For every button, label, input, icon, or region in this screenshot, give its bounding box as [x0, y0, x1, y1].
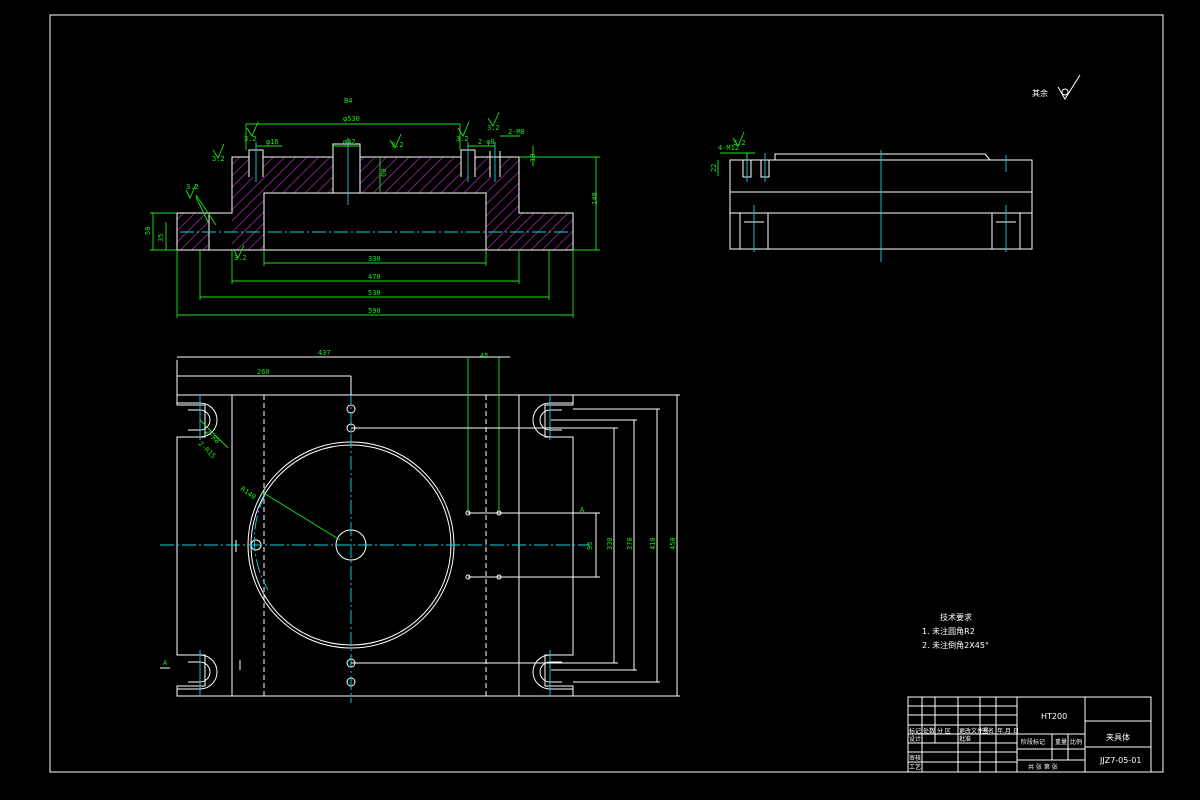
- dim-w-outer: 530: [368, 289, 381, 297]
- dim-x-left: 260: [257, 368, 270, 376]
- tb-sheet: 共 张 第 张: [1028, 763, 1058, 771]
- dim-d-top: φ530: [343, 115, 360, 123]
- side-rough: 3.2: [733, 139, 746, 147]
- dim-note-right: 2-M8: [508, 128, 525, 136]
- sec-a-bot: A: [163, 659, 168, 667]
- tb-design: 设计: [909, 735, 921, 743]
- dim-radius: R140: [239, 485, 257, 501]
- front-section-view: B4 φ530 φ16 φ42 2-φ8 2-M8 140 10 50 35: [144, 97, 600, 318]
- rough-mark-3: 3.2: [186, 183, 199, 191]
- dim-d-hole: φ16: [266, 138, 279, 146]
- top-dimensions: 437 260 45 95 330 370 410: [160, 349, 680, 697]
- dim-y-inner: 95: [586, 542, 594, 550]
- dim-w-inner: 330: [368, 255, 381, 263]
- top-view: 437 260 45 95 330 370 410: [160, 349, 680, 703]
- tb-stage: 阶段标记: [1021, 738, 1045, 746]
- tb-label-sign: 签名: [982, 727, 994, 735]
- u-slot-bottom-right: [532, 654, 573, 690]
- dim-y-outer: 410: [649, 537, 657, 550]
- tb-process: 工艺: [909, 763, 921, 771]
- tb-drawing-no: JJZ7-05-01: [1099, 756, 1141, 765]
- roughness-note: 其余: [1032, 74, 1081, 100]
- side-view: 3.2 4-M12 22: [710, 131, 1033, 262]
- section-hatch: [177, 144, 573, 251]
- dim-x-right: 45: [480, 352, 488, 360]
- dim-n-holes: 2-φ8: [478, 138, 495, 146]
- technical-requirements: 技术要求 1. 未注圆角R2 2. 未注倒角2X45°: [922, 612, 989, 650]
- tb-material: HT200: [1041, 712, 1067, 721]
- tb-approve: 批准: [959, 735, 971, 743]
- rough-mark-6: 3.2: [391, 141, 404, 149]
- tech-note-2: 2. 未注倒角2X45°: [922, 640, 989, 650]
- front-top-label: B4: [344, 97, 352, 105]
- roughness-symbol-icon: [1057, 74, 1081, 100]
- drawing-frame: [49, 14, 1164, 773]
- rough-mark-1: 3.2: [244, 135, 257, 143]
- dim-x-total: 437: [318, 349, 331, 357]
- sec-a-top: A: [580, 506, 585, 514]
- title-block: 标记 处数 分 区 更改文件号 签名 年.月.日 设计 审核 工艺 批准 阶段标…: [907, 696, 1152, 773]
- rough-mark-5: 3.2: [487, 124, 500, 132]
- roughness-note-label: 其余: [1032, 88, 1048, 98]
- dim-h-mid: 60: [380, 169, 388, 177]
- dim-d-center: φ42: [343, 138, 356, 146]
- rough-mark-2: 3.2: [212, 155, 225, 163]
- tb-label-zone: 分 区: [937, 727, 951, 735]
- side-dim-h: 22: [710, 164, 718, 172]
- tb-weight: 重量: [1055, 738, 1067, 746]
- dim-y-total: 450: [669, 537, 677, 550]
- u-slot-bottom-left: [177, 654, 218, 690]
- dim-w-total: 590: [368, 307, 381, 315]
- tech-notes-title: 技术要求: [940, 612, 972, 622]
- front-dimensions: B4 φ530 φ16 φ42 2-φ8 2-M8 140 10 50 35: [144, 97, 600, 318]
- dim-h-left2: 35: [157, 234, 165, 242]
- rough-mark-4: 3.2: [456, 135, 469, 143]
- dim-h-total: 140: [591, 192, 599, 205]
- tb-label-date: 年.月.日: [997, 727, 1019, 735]
- front-roughness-marks: 3.2 3.2 3.2 3.2 3.2 3.2 3.2: [185, 111, 500, 262]
- tb-part-name: 夹具体: [1106, 732, 1130, 742]
- dim-w-mid: 470: [368, 273, 381, 281]
- tb-label-mark: 标记: [909, 727, 921, 735]
- u-slot-top-right: [532, 402, 573, 438]
- tb-label-count: 处数: [923, 727, 935, 735]
- dim-y-mid2: 370: [626, 537, 634, 550]
- dim-y-mid: 330: [606, 537, 614, 550]
- side-dim-holes: 4-M12: [718, 144, 739, 152]
- dim-h-left: 50: [144, 227, 152, 235]
- tb-check: 审核: [909, 754, 921, 762]
- side-dimensions: 3.2 4-M12 22: [710, 131, 755, 176]
- dim-h-right: 10: [529, 154, 537, 162]
- tb-label-change: 更改文件号: [959, 727, 989, 735]
- u-slot-top-left: [177, 402, 218, 438]
- tech-note-1: 1. 未注圆角R2: [922, 626, 975, 636]
- tb-scale: 比例: [1070, 738, 1082, 746]
- rough-mark-7: 3.2: [234, 254, 247, 262]
